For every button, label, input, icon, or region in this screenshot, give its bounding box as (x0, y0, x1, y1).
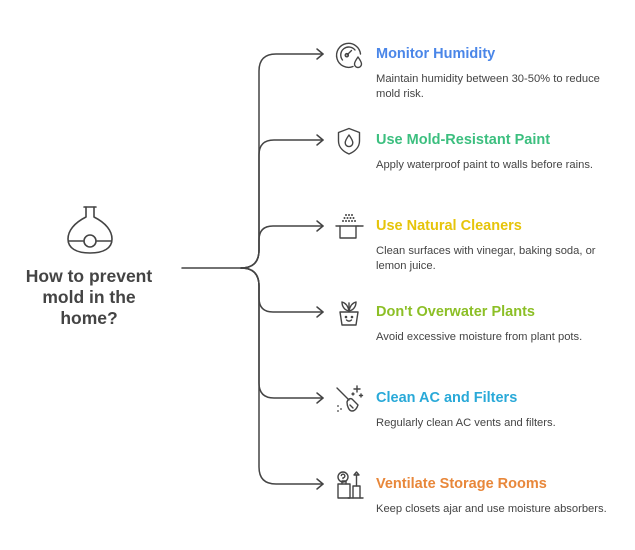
branch-description: Keep closets ajar and use moisture absor… (376, 503, 607, 515)
branch-title: Monitor Humidity (376, 46, 496, 62)
arrowhead (316, 392, 324, 404)
storage-items-icon (337, 471, 364, 499)
branch-natural-cleaners: Use Natural Cleaners Clean surfaces with… (334, 212, 624, 292)
central-topic: How to prevent mold in the home? (8, 266, 170, 329)
water-shield-icon (337, 127, 361, 155)
branch-line (240, 225, 324, 269)
diffuser-icon (67, 206, 113, 254)
central-topic-line: How to prevent (25, 266, 153, 286)
central-topic-line: home? (60, 308, 118, 328)
branch-line (240, 267, 324, 313)
branch-overwater-plants: Don't Overwater Plants Avoid excessive m… (334, 298, 624, 378)
branch-ventilate-storage: Ventilate Storage Rooms Keep closets aja… (334, 470, 624, 550)
broom-icon (336, 385, 364, 412)
branch-title: Use Mold-Resistant Paint (376, 132, 551, 148)
branch-title: Ventilate Storage Rooms (376, 476, 547, 492)
branch-line (240, 53, 324, 269)
branch-title: Don't Overwater Plants (376, 304, 535, 320)
branch-description: Clean surfaces with vinegar, baking soda… (376, 245, 596, 272)
gauge-icon (335, 42, 363, 69)
branch-title: Clean AC and Filters (376, 390, 518, 406)
branch-title: Use Natural Cleaners (376, 218, 522, 234)
potted-plant-icon (339, 301, 359, 326)
branch-monitor-humidity: Monitor Humidity Maintain humidity betwe… (334, 40, 624, 120)
cleaning-cup-icon (335, 214, 364, 239)
branch-line (240, 267, 324, 399)
central-topic-line: mold in the (42, 287, 136, 307)
branch-description: Apply waterproof paint to walls before r… (376, 159, 594, 171)
branch-line (240, 267, 324, 485)
branch-description: Maintain humidity between 30-50% to redu… (376, 73, 600, 100)
arrowhead (316, 48, 324, 60)
arrowhead (316, 306, 324, 318)
arrowhead (316, 478, 324, 490)
branch-description: Avoid excessive moisture from plant pots… (376, 331, 583, 343)
branch-line (240, 139, 324, 269)
branch-mold-resistant-paint: Use Mold-Resistant Paint Apply waterproo… (334, 126, 624, 206)
branch-description: Regularly clean AC vents and filters. (376, 417, 556, 429)
arrowhead (316, 134, 324, 146)
arrowhead (316, 220, 324, 232)
branch-clean-ac-filters: Clean AC and Filters Regularly clean AC … (334, 384, 624, 464)
